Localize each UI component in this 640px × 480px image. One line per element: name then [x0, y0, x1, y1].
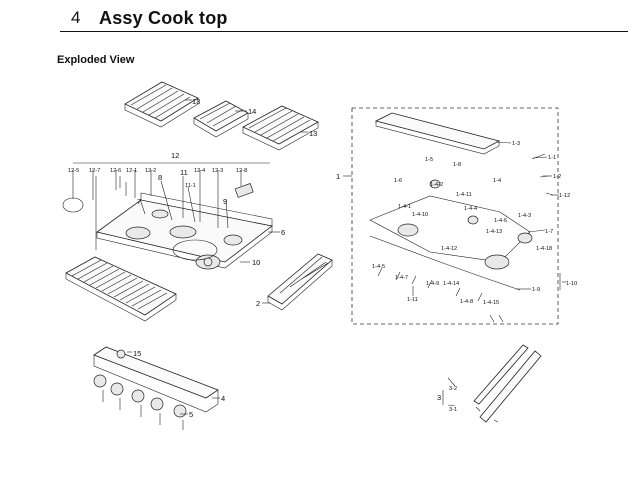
callout-3-1: 3-1: [449, 407, 457, 413]
callout-1-2: 1-2: [553, 174, 561, 180]
callout-11: 11: [180, 168, 188, 177]
rack-grid: [65, 256, 177, 322]
callout-1-4-8: 1-4-8: [460, 299, 473, 305]
callout-1-4: 1-4: [493, 178, 501, 184]
callout-1-6: 1-6: [394, 178, 402, 184]
valve-assembly: [369, 112, 561, 323]
callout-12-6: 12-6: [110, 168, 121, 174]
callout-3: 3: [437, 393, 441, 402]
callout-4: 4: [221, 394, 225, 403]
callout-1-4-7: 1-4-7: [395, 275, 408, 281]
callout-1-4-4: 1-4-4: [464, 206, 477, 212]
callout-9: 9: [223, 197, 227, 206]
callout-8: 8: [158, 173, 162, 182]
callout-1-5: 1-5: [425, 157, 433, 163]
callout-1-4-15: 1-4-15: [483, 300, 499, 306]
callout-labels: 13 14 13 12 12-5 12-7 12-6 12-1 12-2 12-…: [68, 97, 577, 419]
callout-1-3: 1-3: [512, 141, 520, 147]
cooktop-assembly: [62, 176, 273, 270]
callout-13: 13: [192, 97, 200, 106]
leader-lines: [72, 99, 566, 415]
callout-1-8: 1-8: [453, 162, 461, 168]
burner-grate-left: [124, 81, 199, 128]
callout-6: 6: [281, 228, 285, 237]
callout-1-12: 1-12: [559, 193, 570, 199]
callout-12-7: 12-7: [89, 168, 100, 174]
callout-1-4-6: 1-4-6: [494, 218, 507, 224]
callout-1-4-18: 1-4-18: [536, 246, 552, 252]
callout-2: 2: [256, 299, 260, 308]
callout-1-4-2: 1-4-2: [430, 182, 443, 188]
callout-1-4-1: 1-4-1: [398, 204, 411, 210]
callout-1-11: 1-11: [407, 297, 418, 303]
callout-1-4-11: 1-4-11: [456, 192, 472, 198]
exploded-view-subtitle: Exploded View: [57, 54, 135, 66]
callout-1-1: 1-1: [548, 155, 556, 161]
side-rail: [267, 253, 333, 311]
callout-1-7: 1-7: [545, 229, 553, 235]
callout-15: 15: [133, 349, 141, 358]
callout-1: 1: [336, 172, 340, 181]
burner-grate-right: [242, 105, 319, 151]
callout-12-3: 12-3: [212, 168, 223, 174]
callout-13: 13: [309, 129, 317, 138]
callout-1-4-5: 1-4-5: [372, 264, 385, 270]
callout-12-4: 12-4: [194, 168, 205, 174]
burner-grate-center: [193, 100, 249, 138]
section-number: 4: [71, 8, 81, 27]
callout-12-5: 12-5: [68, 168, 79, 174]
callout-14: 14: [248, 107, 256, 116]
callout-12-2: 12-2: [145, 168, 156, 174]
callout-12: 12: [171, 151, 179, 160]
title-rule: [60, 31, 628, 32]
page-title: Assy Cook top: [99, 8, 228, 28]
lower-rails: [473, 344, 542, 423]
callout-1-10: 1-10: [566, 281, 577, 287]
callout-3-2: 3-2: [449, 386, 457, 392]
control-panel: [93, 346, 219, 430]
callout-1-4-9: 1-4-9: [426, 281, 439, 287]
callout-5: 5: [189, 410, 193, 419]
valve-assembly-box: [351, 107, 559, 325]
callout-1-4-14: 1-4-14: [443, 281, 459, 287]
callout-11-1: 11-1: [185, 183, 196, 189]
callout-1-9: 1-9: [532, 287, 540, 293]
callout-7: 7: [137, 197, 141, 206]
callout-1-4-3: 1-4-3: [518, 213, 531, 219]
callout-12-1: 12-1: [126, 168, 137, 174]
callout-1-4-10: 1-4-10: [412, 212, 428, 218]
callout-1-4-13: 1-4-13: [486, 229, 502, 235]
callout-10: 10: [252, 258, 260, 267]
callout-1-4-12: 1-4-12: [441, 246, 457, 252]
callout-12-8: 12-8: [236, 168, 247, 174]
